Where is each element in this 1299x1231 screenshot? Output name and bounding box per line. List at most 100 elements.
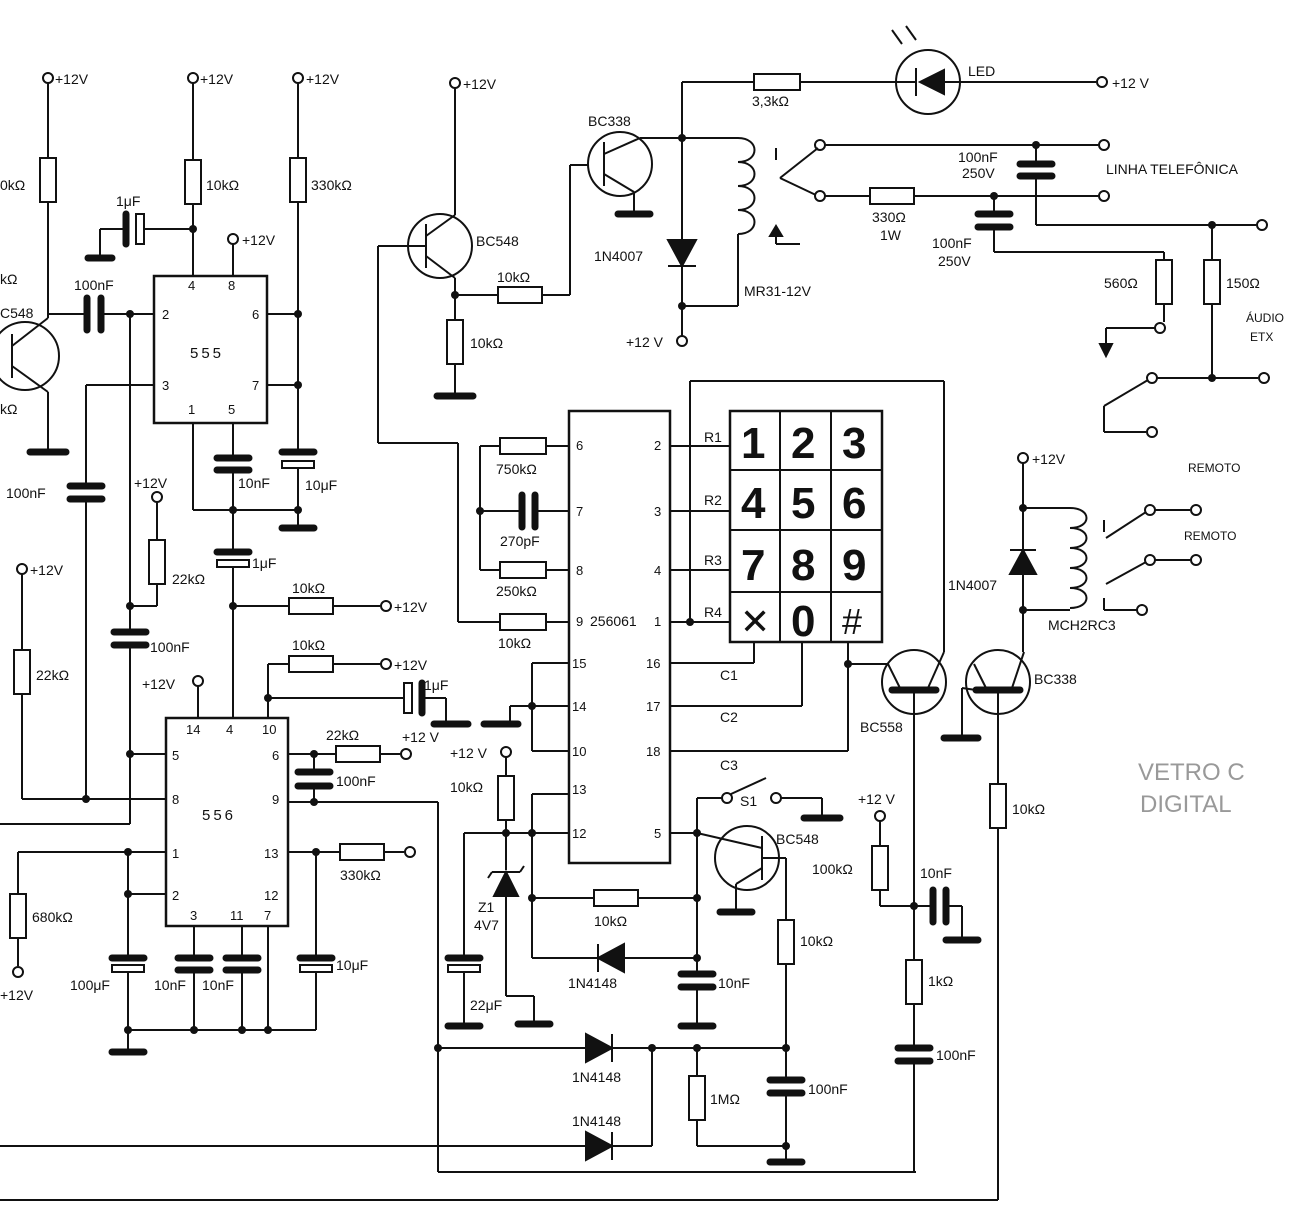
key-hash[interactable]: #: [842, 601, 862, 642]
key-9[interactable]: 9: [842, 541, 866, 590]
label-cap-1u-556: 1μF: [424, 677, 448, 693]
pin-556-13: 13: [264, 846, 278, 861]
label-resistor-10k-horizontal: 10kΩ: [594, 913, 627, 929]
pin-556-9: 9: [272, 792, 279, 807]
label-resistor-22k-left: 22kΩ: [36, 667, 69, 683]
label-relay-mch2rc3: MCH2RC3: [1048, 617, 1116, 633]
label-led: LED: [968, 63, 995, 79]
label-bc338-top: BC338: [588, 113, 631, 129]
key-8[interactable]: 8: [791, 541, 815, 590]
label-col-c2: C2: [720, 709, 738, 725]
label-cap-100n-detector: 100nF: [808, 1081, 848, 1097]
pin-556-2: 2: [172, 888, 179, 903]
pin-256061-7: 7: [576, 504, 583, 519]
pin-256061-9: 9: [576, 614, 583, 629]
label-cap-100n-line-a: 100nF: [958, 149, 998, 165]
label-cap-1u-top: 1μF: [116, 193, 140, 209]
label-relay-mr31: MR31-12V: [744, 283, 812, 299]
label-switch-s1: S1: [740, 793, 757, 809]
pin-556-14: 14: [186, 722, 200, 737]
pin-256061-8: 8: [576, 563, 583, 578]
label-col-c3: C3: [720, 757, 738, 773]
key-1[interactable]: 1: [741, 419, 765, 468]
pin-256061-5: 5: [654, 826, 661, 841]
pin-256061-13: 13: [572, 782, 586, 797]
key-4[interactable]: 4: [741, 479, 766, 528]
resistor-left-top: [39, 157, 57, 203]
resistor-250k: [499, 561, 547, 579]
pin-555-2: 2: [162, 307, 169, 322]
label-cap-10n-pair-a: 10nF: [154, 977, 186, 993]
line-relay-section: +12V BC548 10kΩ 10kΩ BC338: [377, 25, 1284, 622]
pin-556-1: 1: [172, 846, 179, 861]
label-resistor-330-power: 1W: [880, 227, 902, 243]
pin-556-8: 8: [172, 792, 179, 807]
label-resistor-10k-pin9: 10kΩ: [498, 635, 531, 651]
label-resistor-10k-556: 10kΩ: [292, 637, 325, 653]
resistor-330: [869, 187, 915, 205]
pin-256061-4: 4: [654, 563, 661, 578]
label-row-r2: R2: [704, 492, 722, 508]
label-cap-10n-bc558: 10nF: [920, 865, 952, 881]
label-12v-a: +12V: [55, 71, 89, 87]
resistor-330k: [289, 157, 307, 203]
terminal-12v-b: [187, 72, 199, 84]
background-bleed-text: VETRO C DIGITAL: [1138, 759, 1245, 818]
label-bc558: BC558: [860, 719, 903, 735]
label-cap-100n-coupling: 100nF: [74, 277, 114, 293]
resistor-22k-upper: [148, 539, 166, 585]
label-cap-100n-mid: 100nF: [150, 639, 190, 655]
label-row-r1: R1: [704, 429, 722, 445]
key-6[interactable]: 6: [842, 479, 866, 528]
key-3[interactable]: 3: [842, 419, 866, 468]
label-remoto-top: REMOTO: [1188, 461, 1240, 475]
label-cap-100n-bc558: 100nF: [936, 1047, 976, 1063]
label-audio: ÁUDIO: [1246, 310, 1284, 325]
transistor-bc548-left: [0, 321, 60, 391]
label-resistor-330k: 330kΩ: [311, 177, 352, 193]
resistor-3-3k: [753, 73, 801, 91]
pin-556-4: 4: [226, 722, 233, 737]
label-1n4148-upper: 1N4148: [572, 1069, 621, 1085]
ic-556: [164, 716, 290, 928]
label-resistor-1m: 1MΩ: [710, 1091, 740, 1107]
pin-556-10: 10: [262, 722, 276, 737]
label-resistor-10k-zener: 10kΩ: [450, 779, 483, 795]
label-resistor-750k: 750kΩ: [496, 461, 537, 477]
pin-555-4: 4: [188, 278, 195, 293]
terminal-12v-c: [292, 72, 304, 84]
bleed-text-2: DIGITAL: [1140, 791, 1232, 818]
label-cap-250v-line-b: 250V: [938, 253, 971, 269]
label-row-r3: R3: [704, 552, 722, 568]
label-zener-value: 4V7: [474, 917, 499, 933]
key-5[interactable]: 5: [791, 479, 815, 528]
key-2[interactable]: 2: [791, 419, 815, 468]
label-cap-100n-line-b: 100nF: [932, 235, 972, 251]
resistor-100k: [871, 845, 889, 891]
key-star[interactable]: ✕: [740, 601, 770, 642]
label-cap-10n-bottom: 10nF: [718, 975, 750, 991]
ic-256061-name: 256061: [590, 613, 637, 629]
label-bc548-bottom: BC548: [776, 831, 819, 847]
label-zener-name: Z1: [478, 899, 495, 915]
resistor-10k-555: [184, 159, 202, 205]
label-1n4148-lower: 1N4148: [572, 1113, 621, 1129]
resistor-750k: [499, 437, 547, 455]
label-cap-22u: 22μF: [470, 997, 502, 1013]
remote-relay-section: BC558 +12 V 100kΩ 10nF 1kΩ 100nF BC338: [812, 451, 1236, 1200]
label-12v-22k: +12V: [134, 475, 168, 491]
key-0[interactable]: 0: [791, 597, 815, 646]
resistor-10k-base: [497, 286, 543, 304]
resistor-10k-bottom: [777, 919, 795, 965]
ic-556-name: 556: [202, 807, 236, 824]
terminal-12v-a: [42, 72, 54, 84]
pin-256061-12: 12: [572, 826, 586, 841]
label-cap-100u: 100μF: [70, 977, 110, 993]
timer-556-section: +12V 22kΩ +12V 556 14 4 10 5 6 8 9 1 13 …: [0, 562, 472, 1172]
label-resistor-22k-556: 22kΩ: [326, 727, 359, 743]
resistor-680k: [9, 893, 27, 939]
resistor-10k-right: [989, 783, 1007, 829]
pin-555-1: 1: [188, 402, 195, 417]
key-7[interactable]: 7: [741, 541, 765, 590]
